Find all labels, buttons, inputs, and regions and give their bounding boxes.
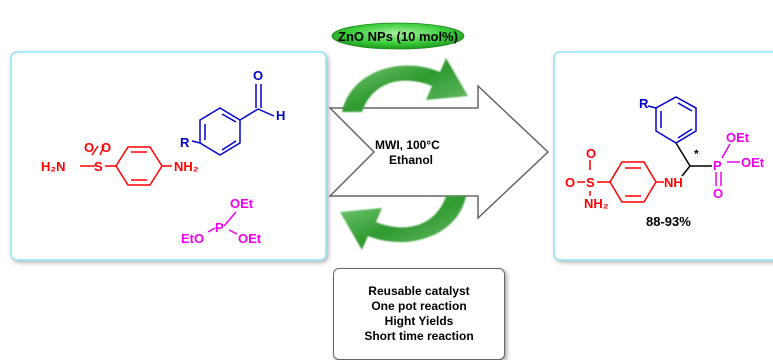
- product-p: P: [713, 158, 722, 173]
- product-oet-top: OEt: [726, 130, 750, 145]
- product-nh: NH: [664, 175, 683, 190]
- condition-solvent: Ethanol: [389, 153, 433, 167]
- product-o-s: O: [565, 175, 575, 190]
- product-stereo-mark: *: [694, 147, 699, 161]
- sulfonamide-nh2: NH₂: [174, 159, 199, 174]
- cycle-arrow-top: [342, 58, 468, 112]
- condition-temperature: MWI, 100°C: [375, 138, 440, 152]
- product-panel: [553, 51, 773, 261]
- phosphite-p: P: [215, 220, 224, 235]
- sulfonamide-o1: O: [84, 140, 94, 155]
- feature-one-pot: One pot reaction: [371, 299, 467, 313]
- product-oet-right: OEt: [741, 155, 765, 170]
- cycle-arrow-bottom: [340, 196, 466, 250]
- catalyst-pill: [331, 22, 465, 50]
- yield-label: 88-93%: [646, 214, 691, 229]
- product-s: S: [586, 175, 595, 190]
- sulfonamide-h2n: H₂N: [41, 159, 66, 174]
- aldehyde-o: O: [253, 68, 263, 83]
- aldehyde-structure: [191, 84, 275, 156]
- sulfonamide-s: S: [94, 159, 103, 174]
- features-box: Reusable catalyst One pot reaction Hight…: [333, 268, 505, 360]
- feature-short-time: Short time reaction: [364, 329, 474, 343]
- reactants-panel: [10, 51, 327, 261]
- reaction-arrow: [328, 84, 550, 220]
- product-backbone: [675, 142, 712, 177]
- aldehyde-h: H: [276, 108, 285, 123]
- sulfonamide-structure: [80, 145, 172, 186]
- product-r: R: [639, 96, 649, 111]
- feature-yields: Hight Yields: [384, 314, 454, 328]
- product-o-p: O: [713, 186, 723, 201]
- sulfonamide-o2: O: [101, 140, 111, 155]
- phosphite-oet-right: OEt: [238, 231, 262, 246]
- catalyst-label: ZnO NPs (10 mol%): [338, 29, 458, 44]
- product-nh2: NH₂: [584, 196, 609, 211]
- aldehyde-r: R: [180, 135, 190, 150]
- product-sulfonamide: [577, 160, 664, 203]
- feature-reusable: Reusable catalyst: [368, 284, 470, 298]
- phosphite-eto: EtO: [181, 231, 204, 246]
- phosphite-oet-top: OEt: [230, 196, 254, 211]
- product-phosphonate: [715, 143, 740, 186]
- phosphite-structure: [207, 211, 238, 235]
- product-o-top: O: [586, 146, 596, 161]
